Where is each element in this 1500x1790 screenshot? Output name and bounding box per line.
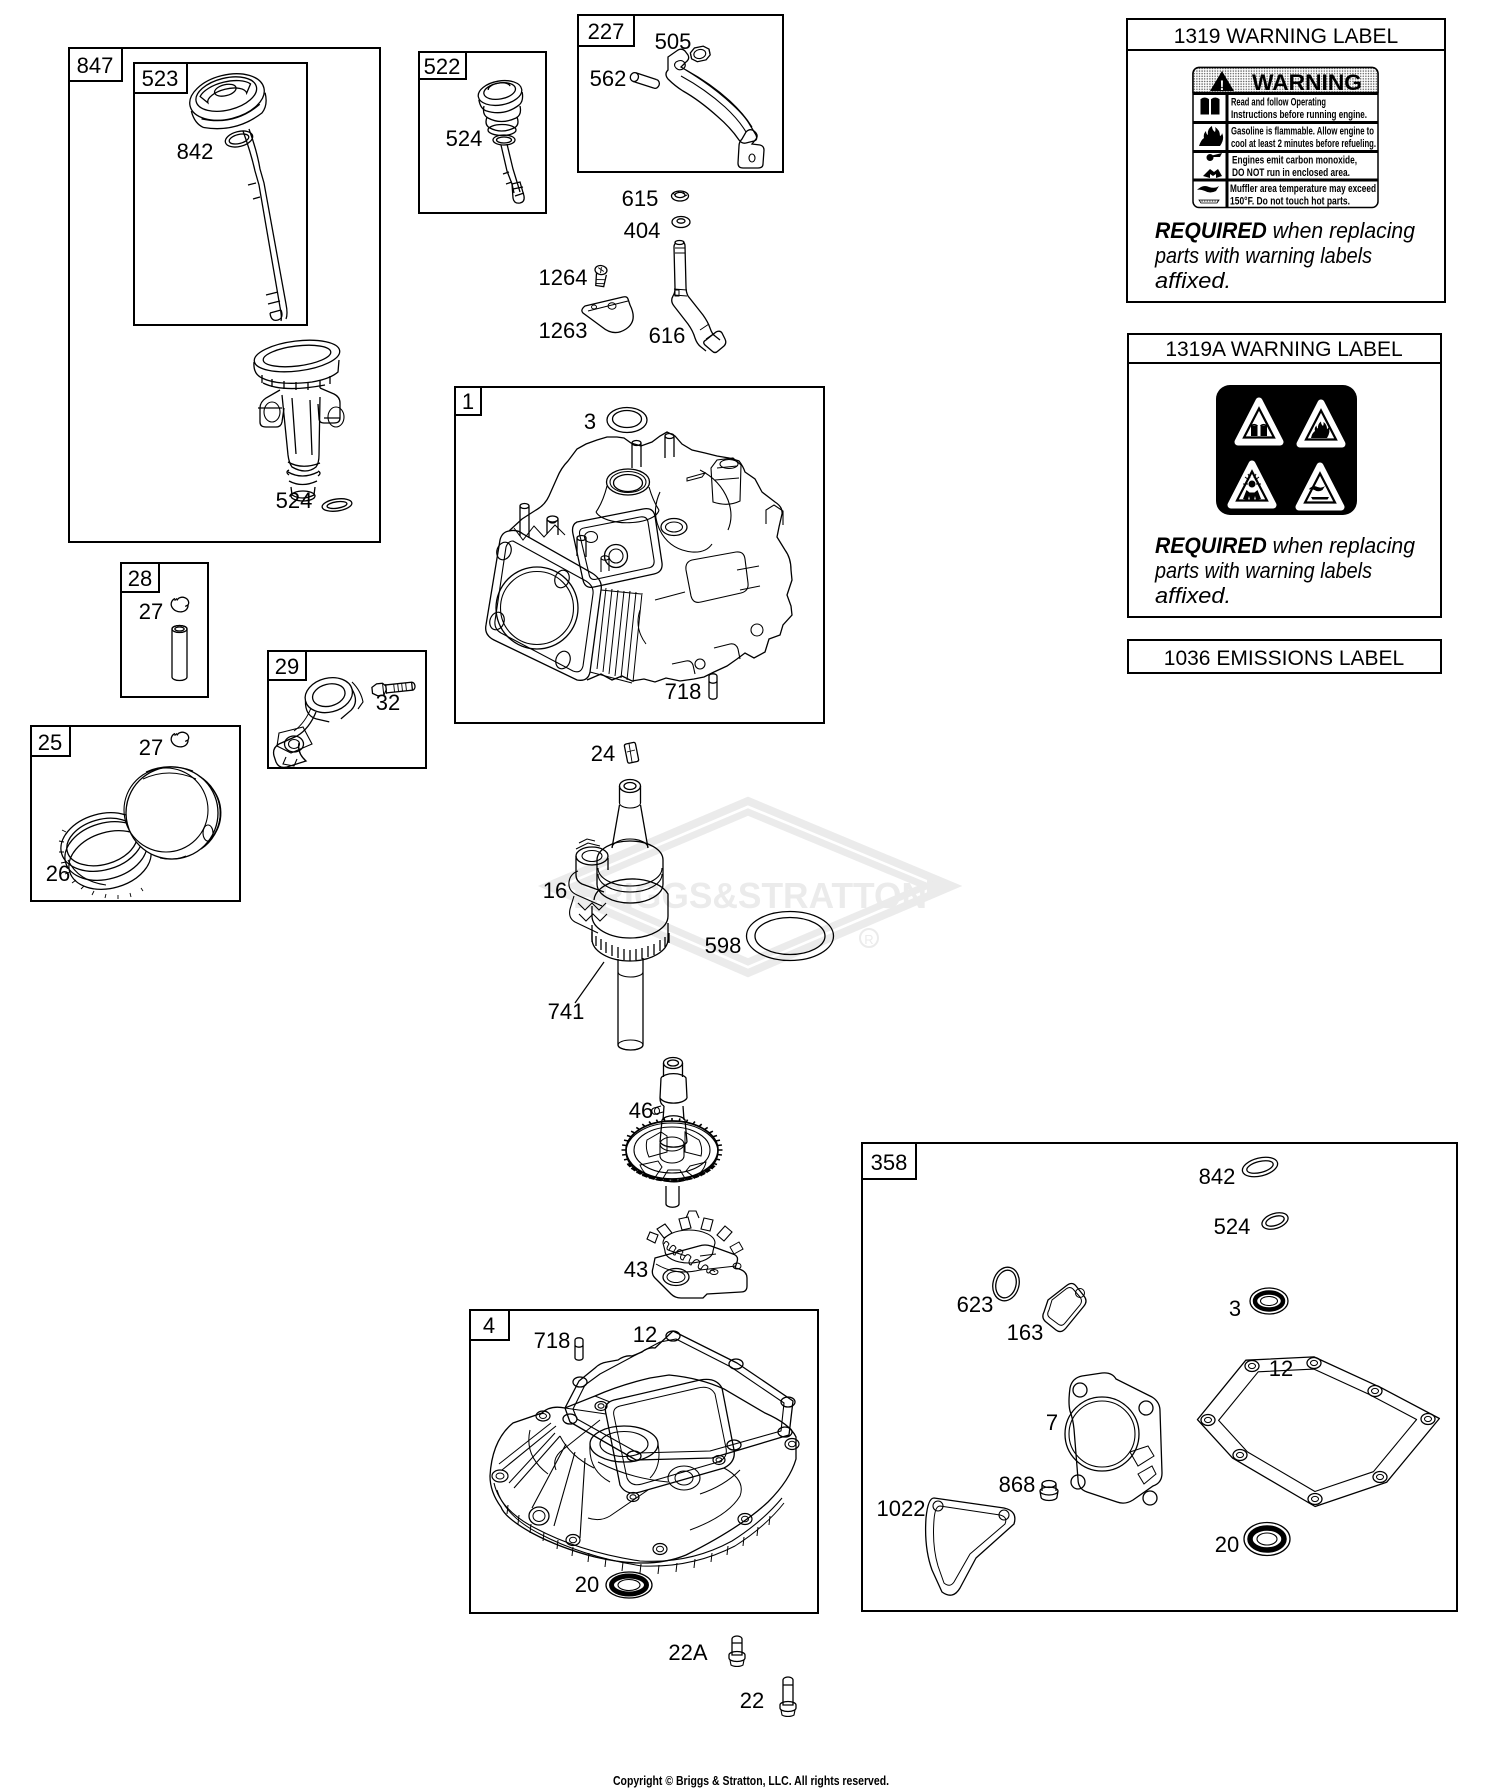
svg-text:562: 562 bbox=[590, 66, 627, 91]
svg-text:524: 524 bbox=[446, 126, 483, 151]
svg-text:Read and follow Operating: Read and follow Operating bbox=[1231, 97, 1326, 109]
svg-text:150°F. Do not touch hot parts: 150°F. Do not touch hot parts. bbox=[1230, 196, 1350, 208]
svg-text:505: 505 bbox=[655, 29, 692, 54]
svg-text:522: 522 bbox=[424, 54, 461, 79]
svg-text:12: 12 bbox=[1269, 1356, 1293, 1381]
svg-text:718: 718 bbox=[534, 1328, 571, 1353]
svg-text:affixed.: affixed. bbox=[1155, 268, 1231, 293]
svg-text:cool at least 2 minutes before: cool at least 2 minutes before refueling… bbox=[1231, 138, 1376, 150]
svg-text:615: 615 bbox=[622, 186, 659, 211]
svg-text:Engines emit carbon monoxide,: Engines emit carbon monoxide, bbox=[1232, 155, 1357, 167]
svg-text:25: 25 bbox=[38, 730, 62, 755]
svg-text:847: 847 bbox=[77, 53, 114, 78]
svg-text:WARNING: WARNING bbox=[1252, 70, 1362, 95]
svg-text:12: 12 bbox=[633, 1322, 657, 1347]
svg-text:523: 523 bbox=[142, 66, 179, 91]
svg-text:parts with warning labels: parts with warning labels bbox=[1154, 243, 1372, 268]
svg-text:404: 404 bbox=[624, 218, 661, 243]
svg-text:22: 22 bbox=[740, 1688, 764, 1713]
svg-text:Gasoline is flammable. Allow e: Gasoline is flammable. Allow engine to bbox=[1231, 126, 1374, 138]
svg-text:parts with warning labels: parts with warning labels bbox=[1154, 558, 1372, 583]
svg-text:27: 27 bbox=[139, 735, 163, 760]
svg-text:741: 741 bbox=[548, 999, 585, 1024]
svg-text:227: 227 bbox=[588, 19, 625, 44]
svg-text:1319A WARNING LABEL: 1319A WARNING LABEL bbox=[1165, 338, 1402, 361]
svg-text:623: 623 bbox=[957, 1292, 994, 1317]
svg-text:20: 20 bbox=[575, 1572, 599, 1597]
svg-text:Copyright © Briggs & Stratton,: Copyright © Briggs & Stratton, LLC. All … bbox=[613, 1773, 889, 1788]
svg-text:27: 27 bbox=[139, 599, 163, 624]
svg-text:868: 868 bbox=[999, 1472, 1036, 1497]
svg-text:46: 46 bbox=[629, 1098, 653, 1123]
svg-text:598: 598 bbox=[705, 933, 742, 958]
svg-text:affixed.: affixed. bbox=[1155, 583, 1231, 608]
svg-text:616: 616 bbox=[649, 323, 686, 348]
svg-text:1319 WARNING LABEL: 1319 WARNING LABEL bbox=[1174, 25, 1398, 48]
svg-text:163: 163 bbox=[1007, 1320, 1044, 1345]
svg-text:24: 24 bbox=[591, 741, 615, 766]
svg-text:Instructions before running en: Instructions before running engine. bbox=[1231, 109, 1367, 121]
svg-text:718: 718 bbox=[665, 679, 702, 704]
svg-text:1: 1 bbox=[462, 389, 474, 414]
svg-text:Muffler area temperature may e: Muffler area temperature may exceed bbox=[1230, 183, 1376, 195]
svg-text:29: 29 bbox=[275, 654, 299, 679]
svg-text:4: 4 bbox=[483, 1313, 495, 1338]
svg-text:524: 524 bbox=[1214, 1214, 1251, 1239]
svg-text:842: 842 bbox=[177, 139, 214, 164]
svg-text:1263: 1263 bbox=[539, 318, 588, 343]
svg-text:DO NOT run in enclosed area.: DO NOT run in enclosed area. bbox=[1232, 167, 1350, 179]
svg-text:3: 3 bbox=[584, 409, 596, 434]
svg-text:28: 28 bbox=[128, 566, 152, 591]
svg-text:22A: 22A bbox=[668, 1640, 707, 1665]
svg-text:BRIGGS&STRATTON: BRIGGS&STRATTON bbox=[573, 875, 927, 916]
svg-text:358: 358 bbox=[871, 1150, 908, 1175]
svg-text:REQUIRED when replacing: REQUIRED when replacing bbox=[1155, 218, 1416, 243]
svg-text:842: 842 bbox=[1199, 1164, 1236, 1189]
svg-text:R: R bbox=[864, 932, 873, 947]
svg-text:!: ! bbox=[1220, 77, 1225, 93]
svg-text:1022: 1022 bbox=[877, 1496, 926, 1521]
svg-text:1264: 1264 bbox=[539, 265, 588, 290]
svg-text:REQUIRED when replacing: REQUIRED when replacing bbox=[1155, 533, 1416, 558]
svg-text:3: 3 bbox=[1229, 1296, 1241, 1321]
svg-text:20: 20 bbox=[1215, 1532, 1239, 1557]
svg-text:43: 43 bbox=[624, 1257, 648, 1282]
svg-text:7: 7 bbox=[1046, 1410, 1058, 1435]
svg-text:32: 32 bbox=[376, 690, 400, 715]
svg-text:1036 EMISSIONS LABEL: 1036 EMISSIONS LABEL bbox=[1164, 647, 1404, 670]
svg-text:16: 16 bbox=[543, 878, 567, 903]
